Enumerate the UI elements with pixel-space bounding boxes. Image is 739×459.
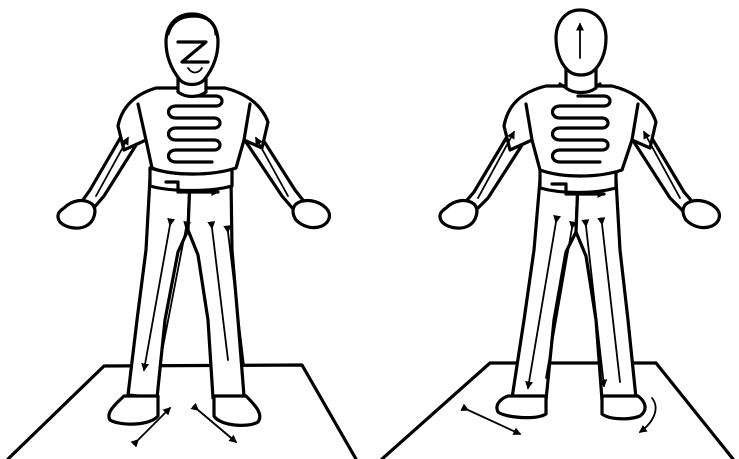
- back-left-hand: [440, 201, 477, 229]
- front-right-shoe: [214, 396, 260, 425]
- back-right-hand: [683, 201, 719, 228]
- back-right-shoe: [602, 396, 645, 419]
- front-floor: [8, 365, 356, 459]
- front-left-shoe: [109, 396, 158, 424]
- back-left-shoe: [497, 396, 546, 418]
- back-head: [556, 10, 606, 75]
- front-right-hand: [293, 201, 329, 228]
- back-floor: [382, 363, 733, 459]
- front-figure: [8, 14, 356, 459]
- back-figure: [382, 10, 733, 459]
- back-right-leg: [576, 180, 636, 400]
- front-left-hand: [58, 201, 95, 229]
